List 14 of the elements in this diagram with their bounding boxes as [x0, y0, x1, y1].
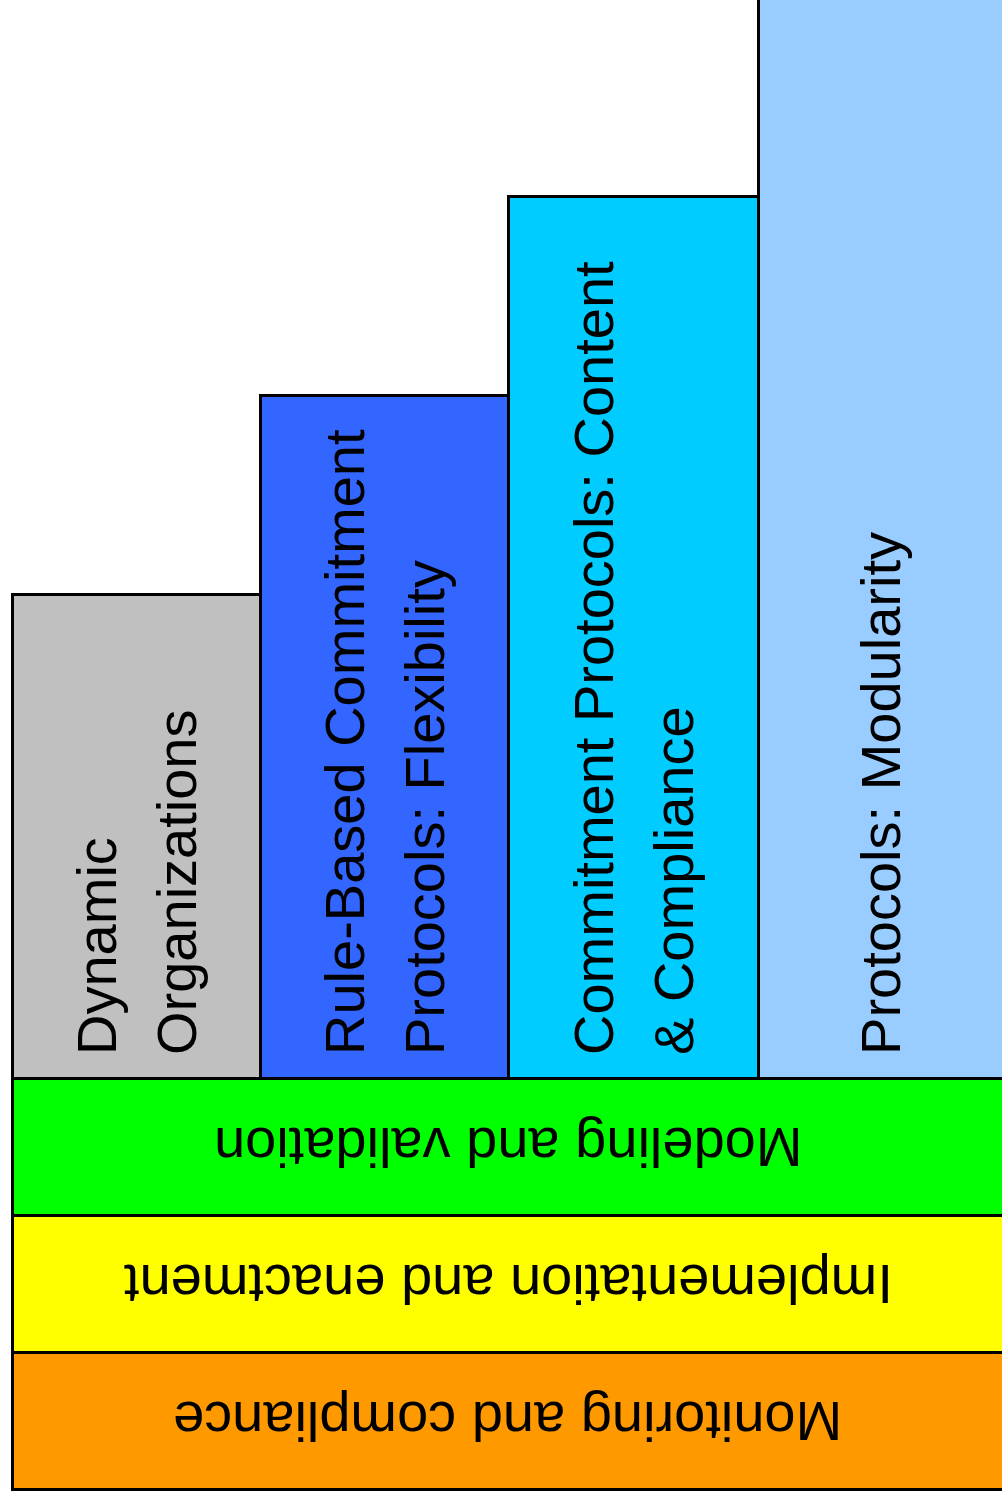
layer-band	[11, 1214, 1002, 1354]
layer-label: Implementation and enactment	[123, 1252, 893, 1316]
column-label: Rule-Based Commitment Protocols: Flexibility	[311, 428, 457, 1055]
layer-band	[11, 1351, 1002, 1491]
column-label: Protocols: Modularity	[848, 532, 913, 1055]
layer-band	[11, 1077, 1002, 1217]
column-block	[507, 195, 760, 1080]
layer-label: Modeling and validation	[213, 1115, 803, 1179]
column-label: Dynamic Organizations	[63, 708, 209, 1055]
column-label: Commitment Protocols: Content & Compliance	[560, 260, 706, 1055]
column-block	[259, 394, 510, 1080]
layer-label: Monitoring and compliance	[173, 1389, 843, 1453]
column-block	[11, 593, 262, 1080]
column-block	[757, 0, 1002, 1080]
